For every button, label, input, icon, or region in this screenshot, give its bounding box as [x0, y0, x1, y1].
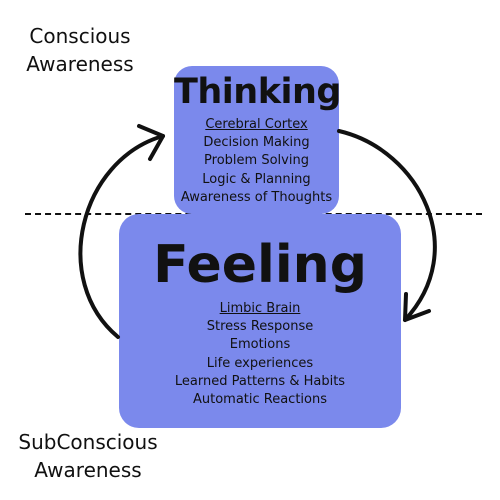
thinking-item: Decision Making: [203, 135, 310, 151]
thinking-box: Thinking Cerebral Cortex Decision Making…: [174, 66, 341, 214]
thinking-heading: Cerebral Cortex: [205, 117, 308, 132]
subconscious-label-line-2: Awareness: [34, 458, 142, 482]
thinking-item: Awareness of Thoughts: [180, 189, 333, 205]
feeling-item: Life experiences: [206, 355, 314, 371]
feeling-item: Stress Response: [206, 319, 314, 335]
thinking-item-list: Decision Making Problem Solving Logic & …: [174, 134, 339, 207]
feeling-title: Feeling: [153, 235, 367, 295]
conscious-awareness-label: Conscious Awareness: [10, 22, 150, 78]
feeling-box: Feeling Limbic Brain Stress Response Emo…: [119, 214, 401, 428]
subconscious-awareness-label: SubConscious Awareness: [2, 428, 174, 484]
feeling-item: Learned Patterns & Habits: [174, 373, 346, 389]
feeling-heading: Limbic Brain: [219, 301, 301, 316]
conscious-label-line-2: Awareness: [26, 52, 134, 76]
conscious-label-line-1: Conscious: [29, 24, 131, 48]
feeling-item: Automatic Reactions: [192, 392, 328, 408]
feeling-item-list: Stress Response Emotions Life experience…: [119, 318, 401, 409]
feeling-to-thinking-arrowhead: [137, 124, 165, 161]
feeling-item: Emotions: [229, 337, 291, 353]
thinking-item: Logic & Planning: [202, 171, 311, 187]
thinking-to-feeling-arrowhead: [403, 292, 431, 322]
subconscious-label-line-1: SubConscious: [18, 430, 158, 454]
thinking-title: Thinking: [174, 72, 341, 112]
thinking-item: Problem Solving: [204, 153, 309, 169]
